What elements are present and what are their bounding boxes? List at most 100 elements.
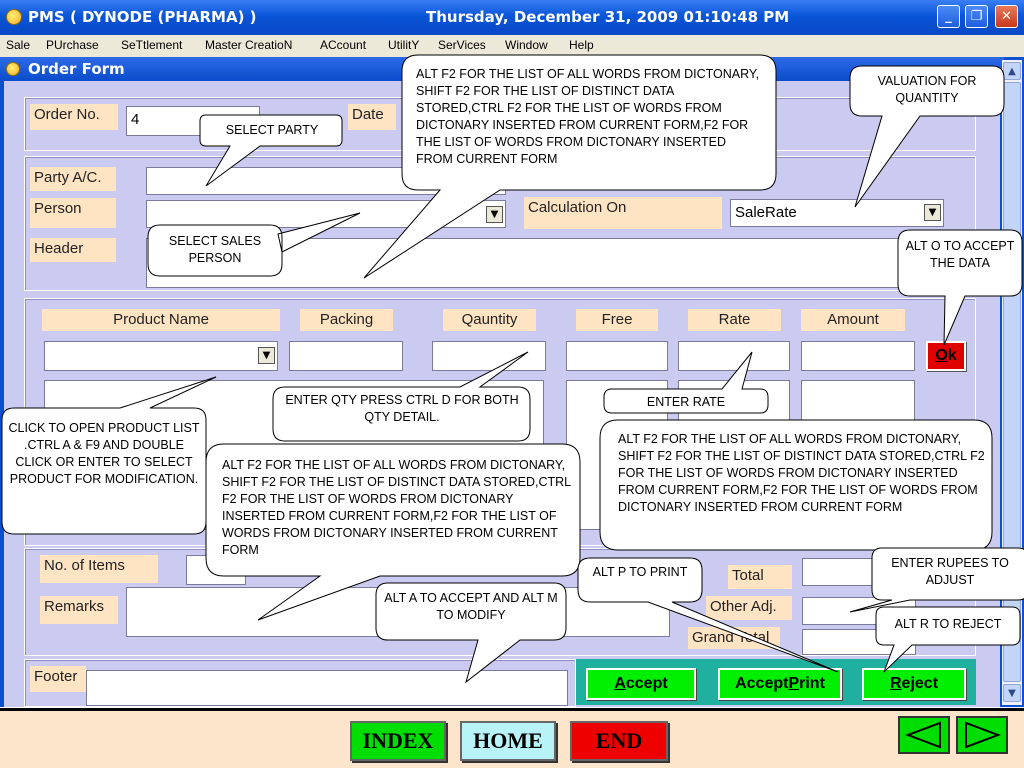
datetime-display: Thursday, December 31, 2009 01:10:48 PM xyxy=(426,8,790,26)
app-icon xyxy=(6,9,22,25)
total-label: Total xyxy=(728,565,792,589)
scroll-down-icon[interactable]: ▼ xyxy=(1003,684,1021,702)
column-header-free: Free xyxy=(576,309,658,331)
column-header-amount: Amount xyxy=(801,309,905,331)
scroll-up-icon[interactable]: ▲ xyxy=(1003,62,1021,80)
callout-select-sales-person: SELECT SALES PERSON xyxy=(168,234,262,265)
packing-input[interactable] xyxy=(289,341,403,371)
end-button[interactable]: END xyxy=(570,721,668,761)
minimize-button[interactable]: _ xyxy=(937,5,960,28)
footer-label: Footer xyxy=(30,666,86,692)
callout-alt-p-bubble xyxy=(577,557,839,673)
column-header-quantity: Qauntity xyxy=(443,309,536,331)
form-title: Order Form xyxy=(28,60,125,78)
callout-select-party: SELECT PARTY xyxy=(225,123,319,137)
arrow-left-icon xyxy=(905,721,941,749)
callout-alt-r-bubble xyxy=(875,606,1021,673)
accept-print-label-end: rint xyxy=(799,675,825,692)
callout-alt-p: ALT P TO PRINT xyxy=(592,565,688,579)
callout-enter-rupees-bubble xyxy=(849,547,1024,613)
footer-panel xyxy=(24,659,576,707)
index-button[interactable]: INDEX xyxy=(350,721,446,761)
menu-item-master-creation[interactable]: Master CreatioN xyxy=(205,38,293,52)
callout-top-help-bubble xyxy=(363,54,777,279)
menu-item-settlement[interactable]: SeTtlement xyxy=(121,38,183,52)
callout-enter-rate-bubble xyxy=(603,351,769,414)
column-header-product-name: Product Name xyxy=(42,309,280,331)
callout-top-help: ALT F2 FOR THE LIST OF ALL WORDS FROM DI… xyxy=(416,67,760,166)
callout-enter-rupees: ENTER RUPEES TO ADJUST xyxy=(891,556,1009,587)
footer-input[interactable] xyxy=(86,670,568,706)
menu-item-window[interactable]: Window xyxy=(505,38,548,52)
arrow-right-icon xyxy=(965,721,1001,749)
maximize-button[interactable]: ❐ xyxy=(965,5,988,28)
menu-item-purchase[interactable]: PUrchase xyxy=(46,38,99,52)
callout-alt-a-bubble xyxy=(375,582,567,684)
callout-valuation-bubble xyxy=(849,65,1005,208)
menu-item-services[interactable]: SerVices xyxy=(438,38,486,52)
callout-alt-o: ALT O TO ACCEPT THE DATA xyxy=(905,239,1015,270)
callout-enter-qty-bubble xyxy=(272,351,531,442)
calculation-dropdown-icon[interactable]: ▼ xyxy=(924,204,941,221)
callout-enter-rate: ENTER RATE xyxy=(646,395,726,409)
product-dropdown-icon[interactable]: ▼ xyxy=(258,347,275,364)
quantity-input[interactable] xyxy=(432,341,546,371)
callout-mid-help: ALT F2 FOR THE LIST OF ALL WORDS FROM DI… xyxy=(222,458,571,557)
callout-right-help: ALT F2 FOR THE LIST OF ALL WORDS FROM DI… xyxy=(618,432,985,514)
callout-alt-a: ALT A TO ACCEPT AND ALT M TO MODIFY xyxy=(384,591,558,622)
callout-valuation: VALUATION FOR QUANTITY xyxy=(877,74,977,105)
reject-label: eject xyxy=(901,675,939,692)
product-name-select[interactable] xyxy=(44,341,278,371)
calculation-on-label: Calculation On xyxy=(524,197,722,229)
column-header-packing: Packing xyxy=(300,309,393,331)
rate-input[interactable] xyxy=(678,341,790,371)
accept-print-label-start: Accept xyxy=(735,675,789,692)
column-header-rate: Rate xyxy=(688,309,781,331)
form-icon xyxy=(6,62,20,76)
close-button[interactable]: ✕ xyxy=(995,5,1018,28)
menu-item-sale[interactable]: Sale xyxy=(6,38,31,52)
order-no-label: Order No. xyxy=(30,104,118,130)
callout-alt-r: ALT R TO REJECT xyxy=(894,617,1002,631)
free-input[interactable] xyxy=(566,341,668,371)
menu-bar: Sale PUrchase SeTtlement Master CreatioN… xyxy=(0,35,1024,57)
title-bar: PMS ( DYNODE (PHARMA) ) Thursday, Decemb… xyxy=(0,0,1024,35)
callout-alt-o-bubble xyxy=(897,229,1023,346)
accept-print-accelerator: P xyxy=(788,675,800,692)
window-title: PMS ( DYNODE (PHARMA) ) xyxy=(28,8,257,26)
party-label: Party A/C. xyxy=(30,167,116,191)
callout-enter-qty: ENTER QTY PRESS CTRL D FOR BOTH QTY DETA… xyxy=(285,393,519,424)
accept-accelerator: A xyxy=(614,675,626,692)
next-button[interactable] xyxy=(956,716,1008,754)
header-label: Header xyxy=(30,238,116,262)
menu-item-account[interactable]: ACcount xyxy=(320,38,367,52)
amount-input[interactable] xyxy=(801,341,915,371)
previous-button[interactable] xyxy=(898,716,950,754)
remarks-label: Remarks xyxy=(40,596,118,624)
reject-accelerator: R xyxy=(889,675,902,692)
no-of-items-label: No. of Items xyxy=(40,555,158,583)
callout-sales-person-bubble xyxy=(147,212,361,277)
person-label: Person xyxy=(30,198,116,228)
accept-label: ccept xyxy=(625,675,668,692)
ok-accelerator: O xyxy=(935,347,948,364)
other-adj-label: Other Adj. xyxy=(706,596,792,620)
callout-product-list-bubble xyxy=(1,376,217,535)
person-dropdown-icon[interactable]: ▼ xyxy=(486,206,503,223)
calculation-on-select[interactable]: SaleRate xyxy=(730,199,944,227)
menu-item-utility[interactable]: UtilitY xyxy=(388,38,420,52)
callout-product-list: CLICK TO OPEN PRODUCT LIST .CTRL A & F9 … xyxy=(8,421,200,486)
callout-select-party-bubble xyxy=(199,114,343,187)
grand-total-label: Grand Total xyxy=(688,627,780,649)
home-button[interactable]: HOME xyxy=(460,721,556,761)
menu-item-help[interactable]: Help xyxy=(569,38,594,52)
ok-label: k xyxy=(947,347,957,364)
date-label: Date xyxy=(348,104,396,130)
callout-mid-help-bubble xyxy=(205,443,581,621)
